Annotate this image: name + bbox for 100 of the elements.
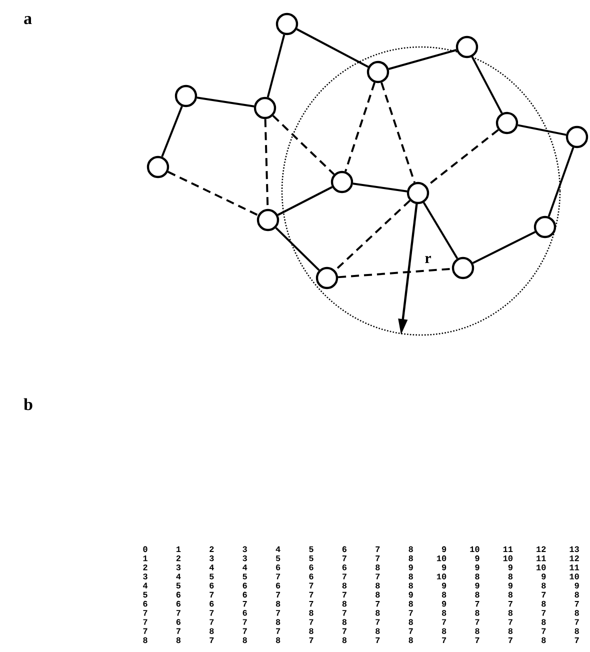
- graph-edge: [196, 96, 254, 108]
- table-cell: 6: [143, 600, 148, 607]
- table-cell: 9: [442, 564, 446, 570]
- table-cell: 7: [408, 628, 413, 634]
- table-cell: 5: [143, 592, 148, 598]
- table-cell: 7: [210, 619, 214, 625]
- table-cell: 8: [342, 600, 347, 607]
- table-cell: 8: [342, 619, 347, 625]
- table-cell: 11: [536, 556, 546, 562]
- table-cell: 9: [574, 582, 579, 588]
- table-cell: 9: [475, 564, 480, 570]
- table-cell: 7: [176, 610, 180, 616]
- table-cell: 7: [442, 637, 446, 643]
- graph-edge: [277, 186, 333, 216]
- table-cell: 8: [309, 610, 314, 616]
- table-cell: 7: [574, 601, 579, 607]
- radius-label: r: [425, 256, 431, 263]
- node-circle: [254, 96, 276, 120]
- table-cell: 7: [309, 601, 314, 607]
- table-cell: 4: [143, 582, 148, 588]
- graph-edge: [380, 82, 416, 183]
- table-cell: 5: [176, 582, 181, 588]
- table-cell: 7: [276, 610, 280, 616]
- table-cell: 11: [503, 546, 513, 552]
- table-cell: 2: [210, 546, 214, 552]
- table-cell: 3: [210, 555, 214, 562]
- table-cell: 7: [542, 592, 546, 598]
- table-cell: 8: [376, 628, 380, 634]
- table-cell: 3: [242, 555, 247, 562]
- table-cell: 7: [542, 628, 546, 634]
- table-cell: 8: [574, 592, 579, 598]
- table-cell: 5: [242, 574, 247, 580]
- table-cell: 6: [210, 582, 214, 588]
- table-cell: 3: [176, 564, 181, 570]
- table-cell: 8: [408, 555, 413, 562]
- table-cell: 7: [376, 556, 380, 562]
- table-cell: 7: [309, 637, 314, 643]
- table-cell: 6: [242, 592, 247, 598]
- table-cell: 7: [475, 637, 480, 643]
- table-cell: 7: [574, 619, 579, 625]
- table-cell: 6: [242, 582, 247, 588]
- table-cell: 1: [176, 546, 181, 552]
- panel-label: b: [24, 398, 32, 410]
- table-cell: 4: [242, 564, 248, 570]
- table-cell: 7: [176, 628, 180, 634]
- table-cell: 11: [570, 564, 580, 570]
- table-cell: 7: [475, 619, 480, 625]
- graph-edge: [422, 202, 458, 259]
- table-cell: 7: [376, 546, 380, 552]
- table-cell: 6: [342, 564, 347, 570]
- table-cell: 7: [442, 619, 446, 625]
- table-cell: 4: [176, 574, 181, 580]
- table-cell: 7: [309, 592, 314, 598]
- table-cell: 8: [376, 582, 380, 588]
- graph-edge: [472, 231, 536, 264]
- table-cell: 8: [574, 628, 579, 634]
- node-circle: [456, 36, 478, 58]
- table-cell: 7: [210, 637, 214, 643]
- table-cell: 8: [210, 628, 214, 634]
- table-cell: 8: [475, 574, 480, 580]
- node-circle: [256, 208, 280, 232]
- table-cell: 9: [542, 574, 546, 580]
- table-cell: 9: [442, 582, 446, 588]
- graph-edge: [275, 227, 320, 271]
- table-cell: 8: [242, 637, 247, 644]
- table-cell: 8: [276, 619, 280, 625]
- table-cell: 7: [574, 637, 579, 643]
- table-cell: 8: [376, 564, 380, 570]
- table-cell: 8: [508, 574, 513, 580]
- table-cell: 13: [570, 546, 579, 552]
- table-cell: 7: [143, 628, 148, 634]
- panel-label: a: [24, 16, 32, 24]
- table-cell: 7: [376, 619, 380, 625]
- table-cell: 9: [442, 600, 446, 607]
- table-cell: 8: [508, 592, 513, 598]
- table-cell: 8: [475, 628, 480, 634]
- graph-edge: [266, 34, 286, 98]
- table-cell: 5: [210, 574, 214, 580]
- table-cell: 8: [276, 600, 280, 607]
- table-cell: 8: [475, 610, 480, 616]
- table-cell: 12: [570, 555, 579, 562]
- table-cell: 7: [309, 619, 314, 625]
- table-cell: 6: [176, 592, 181, 598]
- table-cell: 7: [242, 628, 247, 634]
- table-cell: 7: [475, 601, 480, 607]
- table-cell: 8: [542, 600, 546, 607]
- table-cell: 2: [176, 555, 180, 562]
- table-cell: 10: [436, 574, 446, 580]
- table-cell: 10: [570, 574, 579, 580]
- node-circle: [534, 216, 556, 238]
- table-cell: 10: [436, 555, 446, 562]
- table-cell: 8: [408, 619, 413, 625]
- table-cell: 5: [276, 556, 280, 562]
- table-cell: 7: [309, 582, 314, 588]
- table-cell: 7: [210, 592, 214, 598]
- table-cell: 9: [475, 555, 480, 562]
- table-cell: 7: [342, 610, 346, 616]
- table-cell: 7: [542, 610, 546, 616]
- table-cell: 6: [242, 610, 247, 616]
- table-cell: 9: [508, 582, 512, 588]
